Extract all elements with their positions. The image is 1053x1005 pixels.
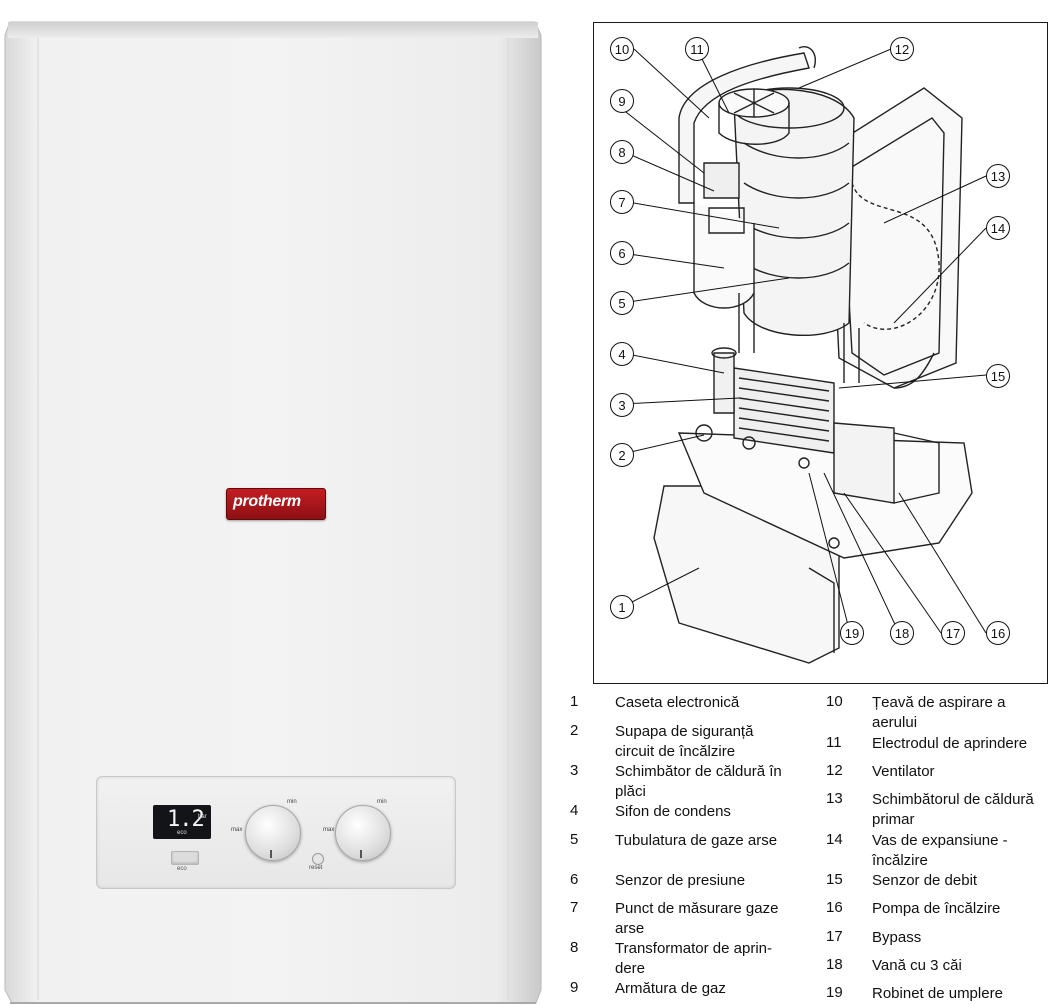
reset-label: reset bbox=[309, 865, 323, 871]
callout-16: 16 bbox=[986, 621, 1010, 645]
legend-label: Armătura de gaz bbox=[615, 980, 726, 997]
legend-label: Ventilator bbox=[872, 763, 935, 780]
pressure-unit: bar bbox=[198, 814, 207, 820]
legend-label: Țeavă de aspirare a aerului bbox=[872, 694, 1006, 731]
legend-number: 11 bbox=[826, 734, 842, 751]
legend-label: Supapa de siguranță circuit de încălzire bbox=[615, 723, 754, 760]
legend-number: 7 bbox=[570, 899, 579, 916]
legend-label: Senzor de presiune bbox=[615, 872, 746, 889]
boiler-front-photo: protherm 1.2 bar eco eco max min max min… bbox=[4, 21, 542, 1004]
eco-button[interactable] bbox=[171, 851, 199, 865]
heating-temperature-knob[interactable] bbox=[245, 805, 301, 861]
legend-label: Sifon de condens bbox=[615, 803, 731, 820]
dhw-max-label: max bbox=[323, 827, 335, 833]
legend-label: Bypass bbox=[872, 929, 922, 946]
boiler-internals-drawing bbox=[621, 46, 987, 664]
callout-11: 11 bbox=[685, 37, 709, 61]
hot-water-temperature-knob[interactable] bbox=[335, 805, 391, 861]
callout-14: 14 bbox=[986, 216, 1010, 240]
callout-7: 7 bbox=[610, 190, 634, 214]
callout-6: 6 bbox=[610, 241, 634, 265]
legend-label: Punct de măsurare gaze arse bbox=[615, 900, 779, 937]
eco-button-label: eco bbox=[177, 866, 187, 872]
display-mode: eco bbox=[177, 830, 187, 836]
callout-9: 9 bbox=[610, 89, 634, 113]
dhw-min-label: min bbox=[377, 799, 387, 805]
legend-number: 1 bbox=[570, 693, 579, 710]
knob-marker bbox=[360, 850, 362, 858]
legend-label: Senzor de debit bbox=[872, 872, 978, 889]
callout-5: 5 bbox=[610, 291, 634, 315]
callout-17: 17 bbox=[941, 621, 965, 645]
callout-4: 4 bbox=[610, 342, 634, 366]
exploded-diagram: 10 11 12 9 8 7 6 5 4 3 2 1 13 14 15 16 1… bbox=[593, 22, 1048, 684]
legend-number: 14 bbox=[826, 831, 843, 848]
callout-12: 12 bbox=[890, 37, 914, 61]
legend-label: Electrodul de aprindere bbox=[872, 735, 1028, 752]
legend-number: 5 bbox=[570, 831, 579, 848]
legend-number: 3 bbox=[570, 762, 579, 779]
legend-label: Transformator de aprin-dere bbox=[615, 940, 773, 977]
legend-number: 15 bbox=[826, 871, 843, 888]
legend-number: 8 bbox=[570, 939, 579, 956]
legend-number: 6 bbox=[570, 871, 579, 888]
legend-label: Vas de expansiune - încălzire bbox=[872, 832, 1008, 869]
callout-2: 2 bbox=[610, 443, 634, 467]
legend-number: 2 bbox=[570, 722, 579, 739]
callout-15: 15 bbox=[986, 364, 1010, 388]
heating-min-label: min bbox=[287, 799, 297, 805]
legend-label: Schimbător de căldură în plăci bbox=[615, 763, 782, 800]
pressure-value: 1.2 bbox=[167, 807, 205, 832]
callout-1: 1 bbox=[610, 595, 634, 619]
pressure-display: 1.2 bar eco bbox=[153, 805, 211, 839]
brand-logo: protherm bbox=[226, 488, 326, 520]
callout-3: 3 bbox=[610, 393, 634, 417]
legend-number: 16 bbox=[826, 899, 843, 916]
heating-max-label: max bbox=[231, 827, 243, 833]
reset-button[interactable] bbox=[312, 853, 324, 865]
legend-label: Robinet de umplere bbox=[872, 985, 1003, 1002]
legend-number: 17 bbox=[826, 928, 843, 945]
callout-8: 8 bbox=[610, 140, 634, 164]
legend-number: 13 bbox=[826, 790, 843, 807]
legend-number: 9 bbox=[570, 979, 579, 996]
legend-number: 4 bbox=[570, 802, 579, 819]
callout-19: 19 bbox=[840, 621, 864, 645]
control-panel: 1.2 bar eco eco max min max min reset bbox=[96, 776, 456, 889]
callout-10: 10 bbox=[610, 37, 634, 61]
legend-number: 18 bbox=[826, 956, 843, 973]
legend-number: 19 bbox=[826, 984, 843, 1001]
legend-label: Pompa de încălzire bbox=[872, 900, 1001, 917]
callout-18: 18 bbox=[890, 621, 914, 645]
legend-number: 10 bbox=[826, 693, 843, 710]
legend-label: Caseta electronică bbox=[615, 694, 740, 711]
legend-label: Tubulatura de gaze arse bbox=[615, 832, 778, 849]
legend-label: Schimbătorul de căldură primar bbox=[872, 791, 1034, 828]
callout-13: 13 bbox=[986, 164, 1010, 188]
legend-label: Vană cu 3 căi bbox=[872, 957, 962, 974]
knob-marker bbox=[270, 850, 272, 858]
brand-text: protherm bbox=[233, 493, 301, 510]
legend-number: 12 bbox=[826, 762, 843, 779]
